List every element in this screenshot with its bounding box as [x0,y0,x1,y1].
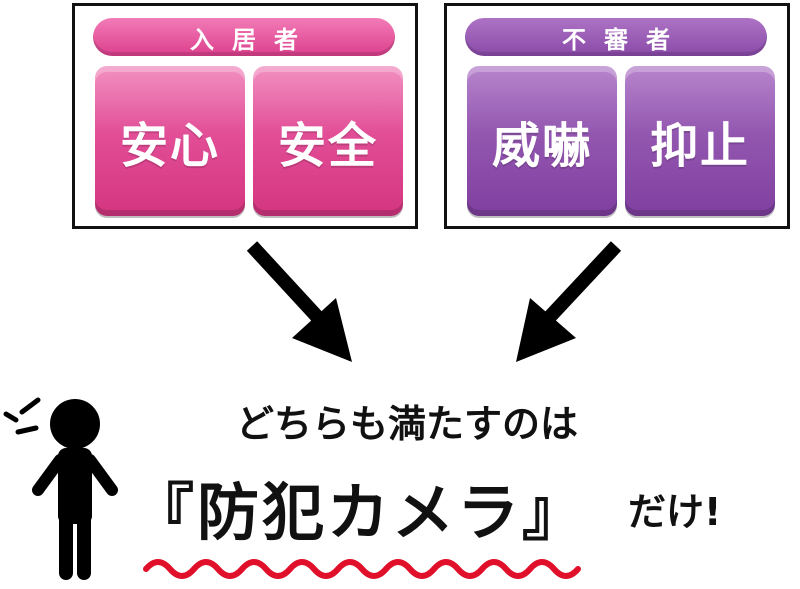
tile-anshin: 安心 [95,66,245,216]
wavy-underline [143,559,581,579]
left-arrow-icon [246,241,352,362]
tile-yokushi: 抑止 [625,66,775,216]
intruder-heading: 不審者 [465,18,767,56]
confused-person-icon [32,399,118,580]
intruder-panel: 不審者 威嚇 抑止 [444,3,790,229]
resident-panel: 入居者 安心 安全 [72,3,418,229]
message-main: 『防犯カメラ』 [132,476,588,549]
message-line1: どちらも満たすのは [236,402,579,446]
tile-ikaku: 威嚇 [467,66,617,216]
resident-heading: 入居者 [93,18,395,56]
tile-anzen: 安全 [253,66,403,216]
confusion-marks-icon [3,397,41,435]
right-arrow-icon [516,241,622,362]
message-tail: だけ! [628,490,722,534]
